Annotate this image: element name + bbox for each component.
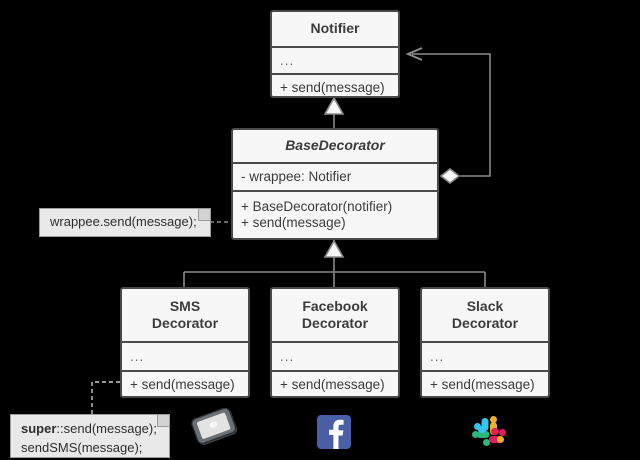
class-operations-facebookdecorator: + send(message) [272, 370, 398, 398]
class-operation-send-smsdecorator: + send(message) [130, 377, 235, 393]
note-text-basedecorator: wrappee.send(message); [50, 213, 197, 229]
note-fold-corner-icon [198, 209, 210, 221]
class-attributes-text-smsdecorator: ... [130, 348, 145, 364]
class-attributes-slackdecorator: ... [422, 341, 548, 370]
class-operation-constructor-basedecorator: + BaseDecorator(notifier) [241, 199, 393, 215]
class-operations-basedecorator: + BaseDecorator(notifier) + send(message… [233, 190, 437, 238]
class-attributes-text-slackdecorator: ... [430, 348, 445, 364]
class-attributes-notifier: ... [272, 46, 398, 73]
aggregation-diamond [439, 167, 461, 185]
class-title-smsdecorator: SMS Decorator [122, 289, 248, 341]
class-operation-send-facebookdecorator: + send(message) [280, 377, 385, 393]
note-smsdecorator-send[interactable]: super::send(message); sendSMS(message); [10, 414, 170, 458]
class-operation-send-notifier: + send(message) [280, 79, 385, 95]
class-operations-notifier: + send(message) [272, 73, 398, 100]
class-operations-smsdecorator: + send(message) [122, 370, 248, 398]
note-fold-corner-icon-2 [157, 415, 169, 427]
class-attributes-facebookdecorator: ... [272, 341, 398, 370]
class-box-notifier[interactable]: Notifier ... + send(message) [270, 10, 400, 98]
class-operation-send-slackdecorator: + send(message) [430, 377, 535, 393]
class-name-slackdecorator-line1: Slack [466, 297, 504, 314]
class-attributes-text-facebookdecorator: ... [280, 348, 295, 364]
note-basedecorator-send[interactable]: wrappee.send(message); [39, 208, 211, 237]
class-name-notifier: Notifier [310, 20, 360, 37]
generalization-arrowhead-basedecorator [323, 239, 345, 258]
class-attribute-wrappee: - wrappee: Notifier [241, 169, 352, 185]
smartphone-icon [188, 408, 246, 456]
note-keyword-super: super [21, 421, 57, 436]
class-title-basedecorator: BaseDecorator [233, 130, 437, 162]
note-text-smsdecorator-line1: super::send(message); [21, 420, 159, 439]
class-box-facebookdecorator[interactable]: Facebook Decorator ... + send(message) [270, 287, 400, 398]
slack-logo-icon [466, 408, 514, 456]
class-name-smsdecorator-line2: Decorator [151, 315, 219, 331]
class-box-slackdecorator[interactable]: Slack Decorator ... + send(message) [420, 287, 550, 398]
aggregation-arrowhead [405, 47, 423, 61]
class-box-basedecorator[interactable]: BaseDecorator - wrappee: Notifier + Base… [231, 128, 439, 240]
class-title-slackdecorator: Slack Decorator [422, 289, 548, 341]
class-box-smsdecorator[interactable]: SMS Decorator ... + send(message) [120, 287, 250, 398]
class-name-slackdecorator-line2: Decorator [451, 315, 519, 331]
class-name-facebookdecorator-line2: Decorator [301, 315, 369, 331]
class-operation-send-basedecorator: + send(message) [241, 215, 346, 230]
facebook-logo-icon [310, 408, 358, 456]
class-attributes-smsdecorator: ... [122, 341, 248, 370]
class-name-smsdecorator-line1: SMS [169, 297, 201, 314]
class-name-basedecorator: BaseDecorator [285, 137, 385, 154]
class-attributes-text-notifier: ... [280, 52, 295, 68]
class-attributes-basedecorator: - wrappee: Notifier [233, 162, 437, 190]
note-text-smsdecorator-line2: sendSMS(message); [21, 439, 143, 455]
note-super-call-rest: ::send(message); [56, 421, 157, 436]
class-name-facebookdecorator-line1: Facebook [302, 297, 368, 314]
generalization-arrowhead-notifier [323, 96, 345, 115]
note-link-smsdecorator [91, 381, 120, 414]
class-title-facebookdecorator: Facebook Decorator [272, 289, 398, 341]
class-title-notifier: Notifier [272, 12, 398, 46]
class-operations-slackdecorator: + send(message) [422, 370, 548, 398]
